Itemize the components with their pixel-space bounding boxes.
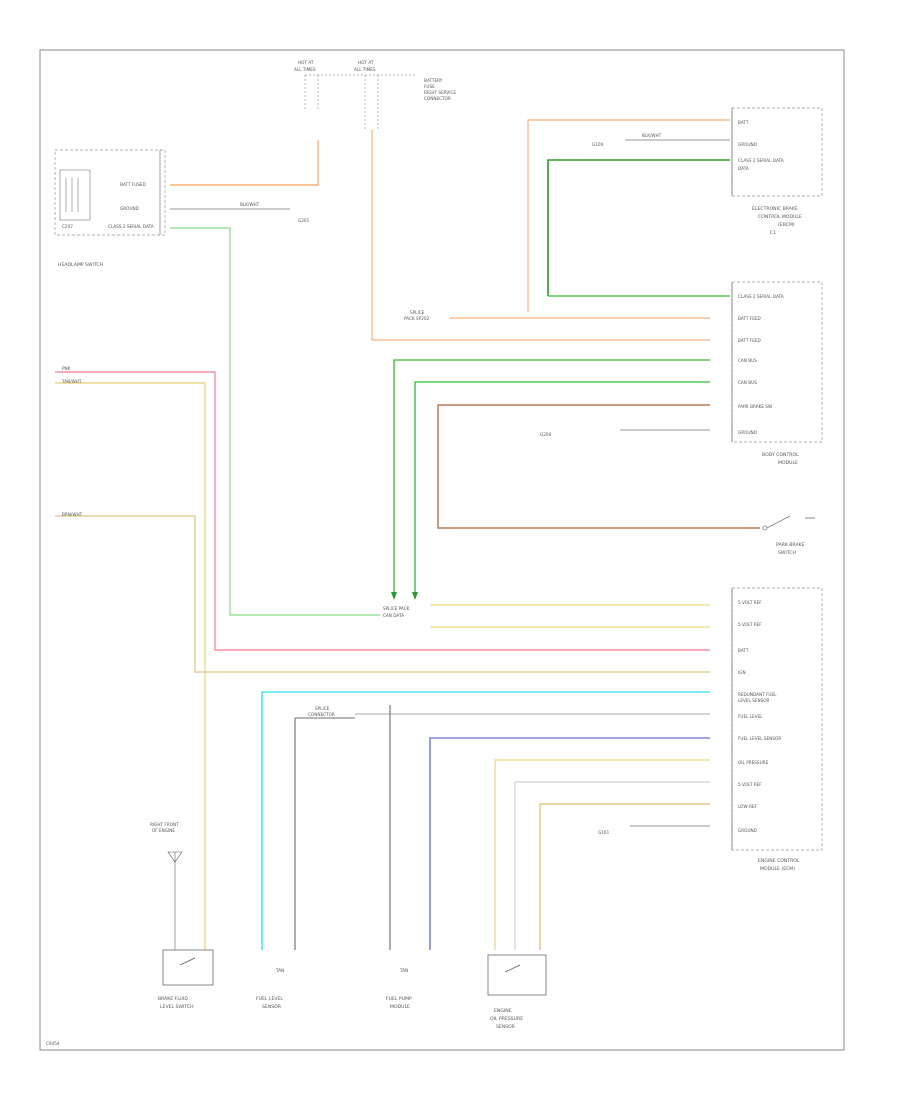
bcm-block: CLASS 2 SERIAL DATA BATT FEED BATT FEED …	[731, 281, 823, 466]
svg-text:MODULE: MODULE	[778, 460, 798, 466]
svg-text:CAN BUS: CAN BUS	[738, 380, 757, 385]
svg-text:BODY CONTROL: BODY CONTROL	[762, 452, 799, 458]
svg-text:BRN/WHT: BRN/WHT	[62, 512, 83, 517]
svg-text:FUEL PUMP: FUEL PUMP	[386, 996, 412, 1002]
svg-text:CLASS 2 SERIAL DATA: CLASS 2 SERIAL DATA	[738, 294, 784, 299]
svg-text:SENSOR: SENSOR	[262, 1004, 282, 1010]
svg-text:OIL PRESSURE: OIL PRESSURE	[490, 1016, 523, 1022]
svg-text:BRAKE FLUID: BRAKE FLUID	[158, 996, 188, 1002]
svg-text:BATT FUSED: BATT FUSED	[120, 182, 146, 187]
svg-text:IGN: IGN	[738, 670, 746, 675]
fuse-labels: HOT AT ALL TIMES HOT AT ALL TIMES BATTER…	[294, 60, 456, 130]
svg-text:CLASS 2 SERIAL DATA: CLASS 2 SERIAL DATA	[108, 224, 154, 229]
svg-text:SENSOR: SENSOR	[496, 1024, 516, 1030]
svg-text:LOW REF: LOW REF	[738, 804, 758, 809]
ebcm-block: BATT GROUND CLASS 2 SERIAL DATA DATA ELE…	[731, 107, 823, 236]
svg-text:PARK BRAKE SW: PARK BRAKE SW	[738, 404, 772, 409]
svg-text:PARK BRAKE: PARK BRAKE	[776, 542, 805, 548]
svg-text:FUEL LEVEL SENSOR: FUEL LEVEL SENSOR	[738, 736, 781, 741]
svg-text:FUEL LEVEL: FUEL LEVEL	[256, 996, 283, 1002]
svg-text:G200: G200	[540, 432, 552, 437]
svg-text:BLK/WHT: BLK/WHT	[240, 202, 260, 207]
svg-text:SPLICE: SPLICE	[315, 706, 330, 711]
footer-code: C9454	[46, 1041, 60, 1046]
svg-text:OF ENGINE: OF ENGINE	[152, 828, 175, 833]
diagram-frame	[39, 49, 845, 1051]
svg-text:BATTERY: BATTERY	[424, 78, 443, 83]
svg-text:CONNECTOR: CONNECTOR	[424, 96, 451, 101]
svg-text:BATT FEED: BATT FEED	[738, 338, 761, 343]
svg-text:MODULE: MODULE	[390, 1004, 410, 1010]
svg-text:SPLICE PACK: SPLICE PACK	[383, 606, 410, 611]
svg-text:PACK SP202: PACK SP202	[404, 316, 430, 321]
oil-pressure-sensor: ENGINE OIL PRESSURE SENSOR	[487, 954, 547, 1030]
svg-text:FUSE: FUSE	[424, 84, 435, 89]
svg-text:BATT: BATT	[738, 120, 749, 125]
svg-text:OIL PRESSURE: OIL PRESSURE	[738, 760, 769, 765]
svg-text:G101: G101	[598, 830, 610, 835]
fuel-pump-module: TAN FUEL PUMP MODULE	[386, 968, 412, 1010]
svg-text:LEVEL SWITCH: LEVEL SWITCH	[160, 1004, 194, 1010]
svg-text:ALL TIMES: ALL TIMES	[354, 67, 376, 72]
svg-text:(EBCM): (EBCM)	[778, 222, 795, 228]
svg-text:PNK: PNK	[62, 366, 71, 371]
svg-text:C1: C1	[770, 230, 776, 236]
svg-text:BATT FEED: BATT FEED	[738, 316, 761, 321]
svg-text:REDUNDANT FUEL: REDUNDANT FUEL	[738, 692, 777, 697]
svg-text:BATT: BATT	[738, 648, 749, 653]
svg-text:FUEL LEVEL: FUEL LEVEL	[738, 714, 763, 719]
svg-text:CAN BUS: CAN BUS	[738, 358, 757, 363]
fuel-pump-tan: TAN	[399, 968, 408, 973]
svg-text:HOT AT: HOT AT	[358, 60, 374, 65]
svg-text:GROUND: GROUND	[738, 430, 757, 435]
svg-text:CONTROL MODULE: CONTROL MODULE	[758, 214, 802, 220]
splice-pack: SPLICE PACK CAN DATA	[383, 606, 410, 618]
svg-text:5 VOLT REF: 5 VOLT REF	[738, 600, 762, 605]
headlamp-switch-block: BATT FUSED GROUND CLASS 2 SERIAL DATA C2…	[54, 149, 166, 268]
svg-text:5 VOLT REF: 5 VOLT REF	[738, 622, 762, 627]
svg-text:DATA: DATA	[738, 166, 749, 171]
brake-fluid-switch: RIGHT FRONT OF ENGINE BRAKE FLUID LEVEL …	[150, 822, 214, 1010]
fuel-level-sensor: TAN FUEL LEVEL SENSOR	[256, 968, 284, 1010]
svg-text:TAN/WHT: TAN/WHT	[61, 379, 82, 384]
svg-text:GROUND: GROUND	[738, 142, 757, 147]
svg-text:C207: C207	[62, 224, 73, 229]
svg-text:CONNECTOR: CONNECTOR	[308, 712, 335, 717]
svg-text:BLK/WHT: BLK/WHT	[642, 133, 662, 138]
svg-text:RIGHT SERVICE: RIGHT SERVICE	[424, 90, 456, 95]
svg-text:SWITCH: SWITCH	[778, 550, 796, 556]
svg-text:5 VOLT REF: 5 VOLT REF	[738, 782, 762, 787]
svg-text:ELECTRONIC BRAKE: ELECTRONIC BRAKE	[752, 206, 798, 212]
svg-text:LEVEL SENSOR: LEVEL SENSOR	[738, 698, 770, 703]
svg-text:ALL TIMES: ALL TIMES	[294, 67, 316, 72]
svg-text:CAN DATA: CAN DATA	[383, 613, 404, 618]
fuel-level-tan: TAN	[275, 968, 284, 973]
svg-text:GROUND: GROUND	[738, 828, 757, 833]
svg-text:GROUND: GROUND	[120, 206, 139, 211]
svg-text:G201: G201	[298, 218, 310, 223]
svg-text:RIGHT FRONT: RIGHT FRONT	[150, 822, 179, 827]
svg-text:MODULE (ECM): MODULE (ECM)	[760, 866, 795, 872]
svg-text:SPLICE: SPLICE	[410, 310, 425, 315]
engine-module-block: 5 VOLT REF 5 VOLT REF BATT IGN REDUNDANT…	[731, 587, 823, 872]
svg-text:ENGINE: ENGINE	[494, 1008, 512, 1014]
svg-text:G100: G100	[592, 142, 604, 147]
park-brake-switch: PARK BRAKE SWITCH	[762, 515, 815, 556]
svg-text:HOT AT: HOT AT	[298, 60, 314, 65]
svg-text:HEADLAMP SWITCH: HEADLAMP SWITCH	[58, 262, 103, 268]
svg-text:CLASS 2 SERIAL DATA: CLASS 2 SERIAL DATA	[738, 158, 784, 163]
svg-text:ENGINE CONTROL: ENGINE CONTROL	[758, 858, 800, 864]
